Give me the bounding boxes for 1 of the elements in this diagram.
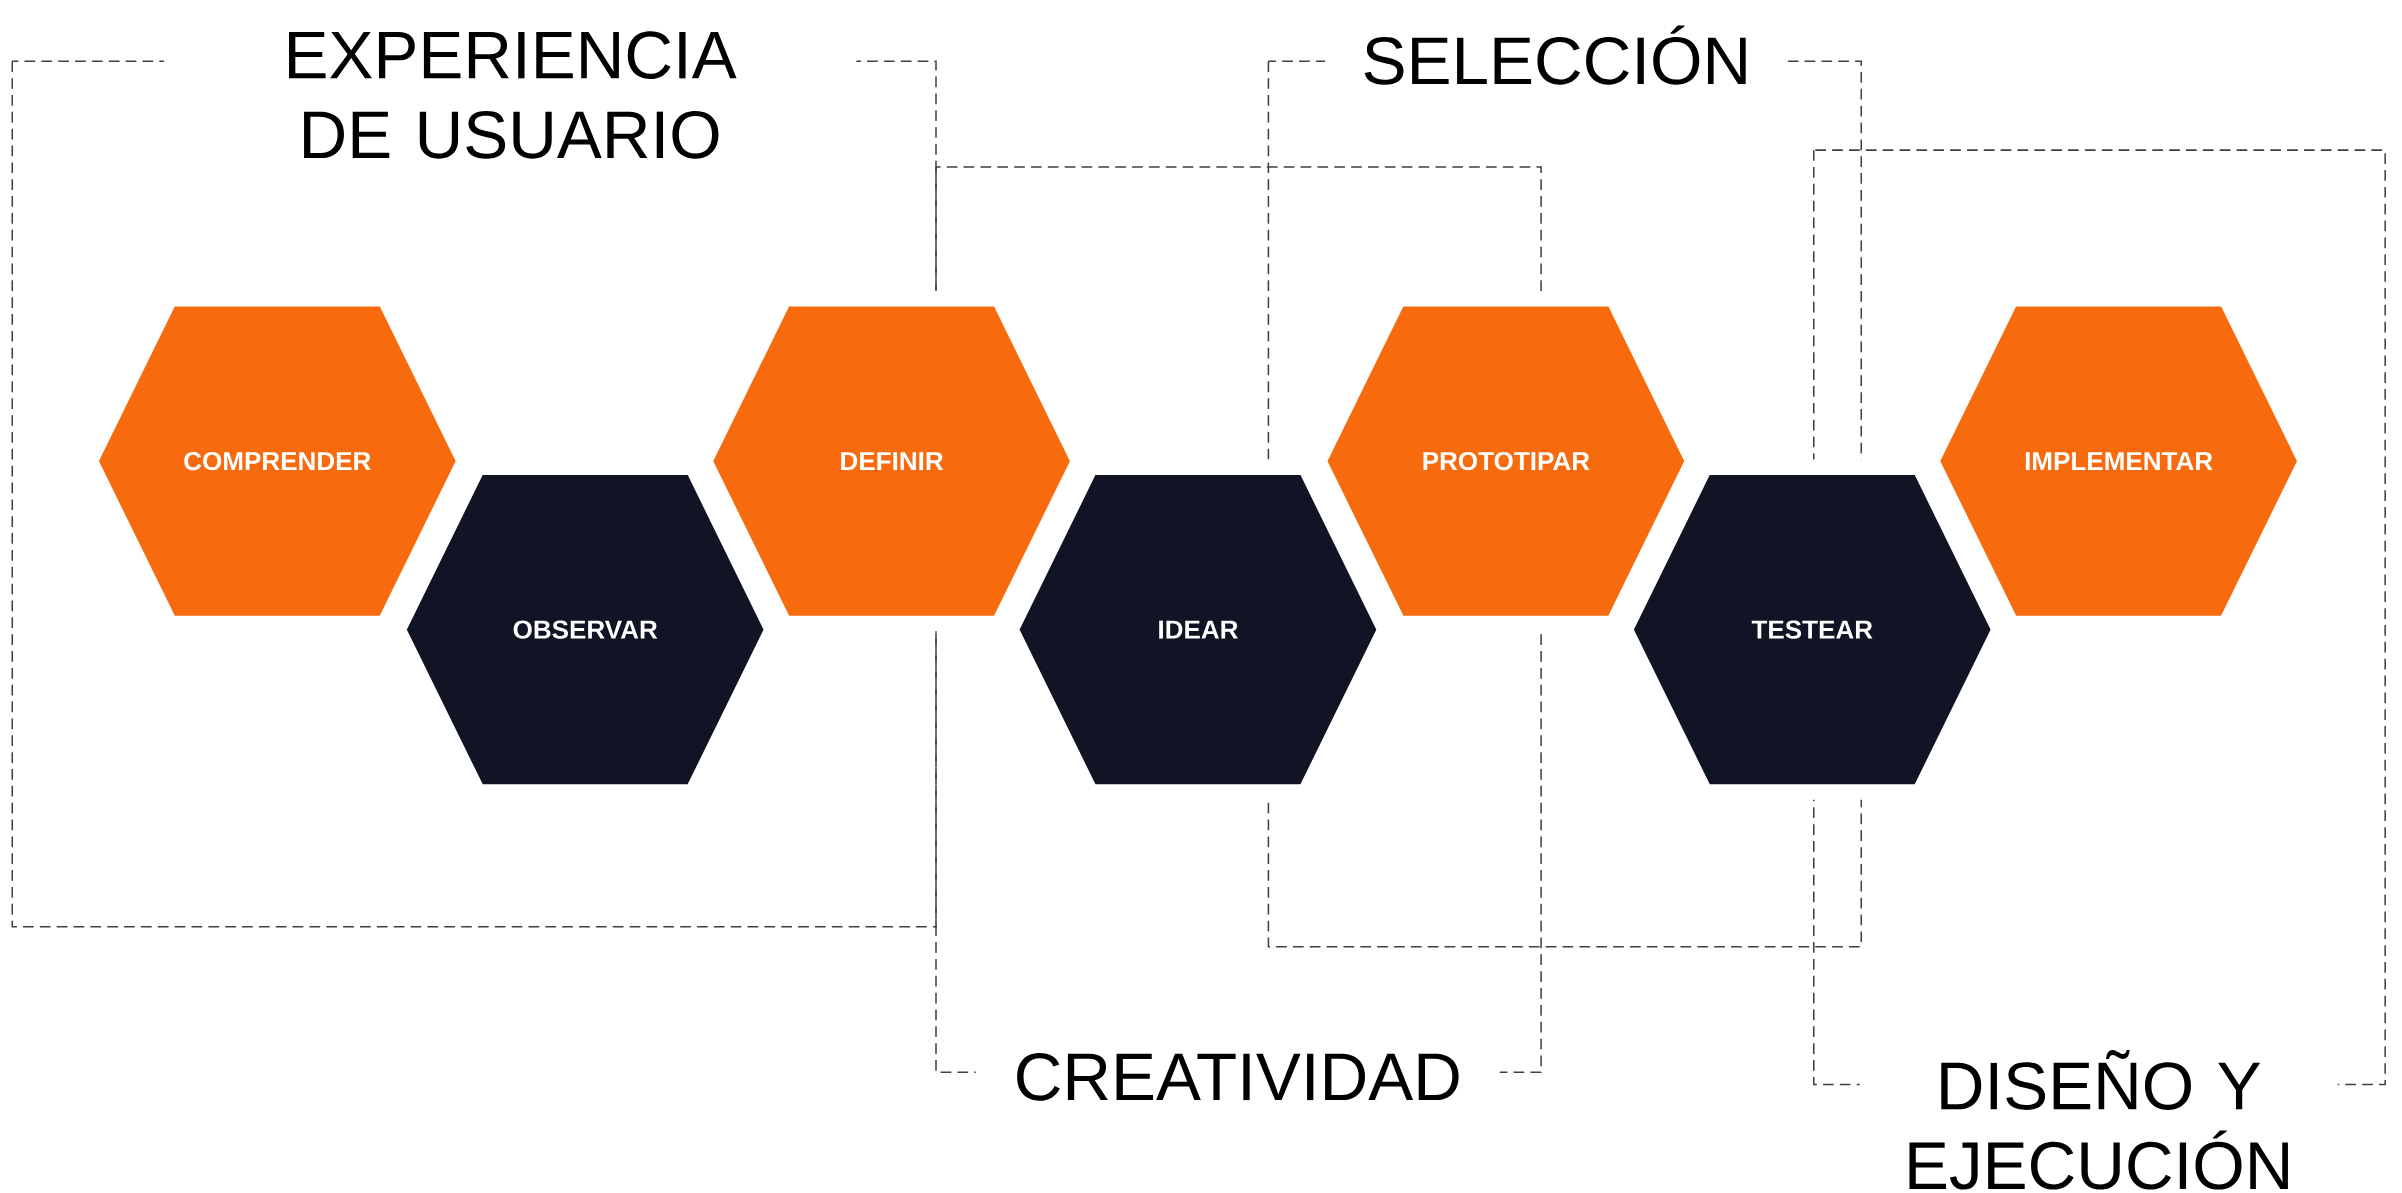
node-label: EJECUCIÓN	[1909, 1130, 2288, 1190]
